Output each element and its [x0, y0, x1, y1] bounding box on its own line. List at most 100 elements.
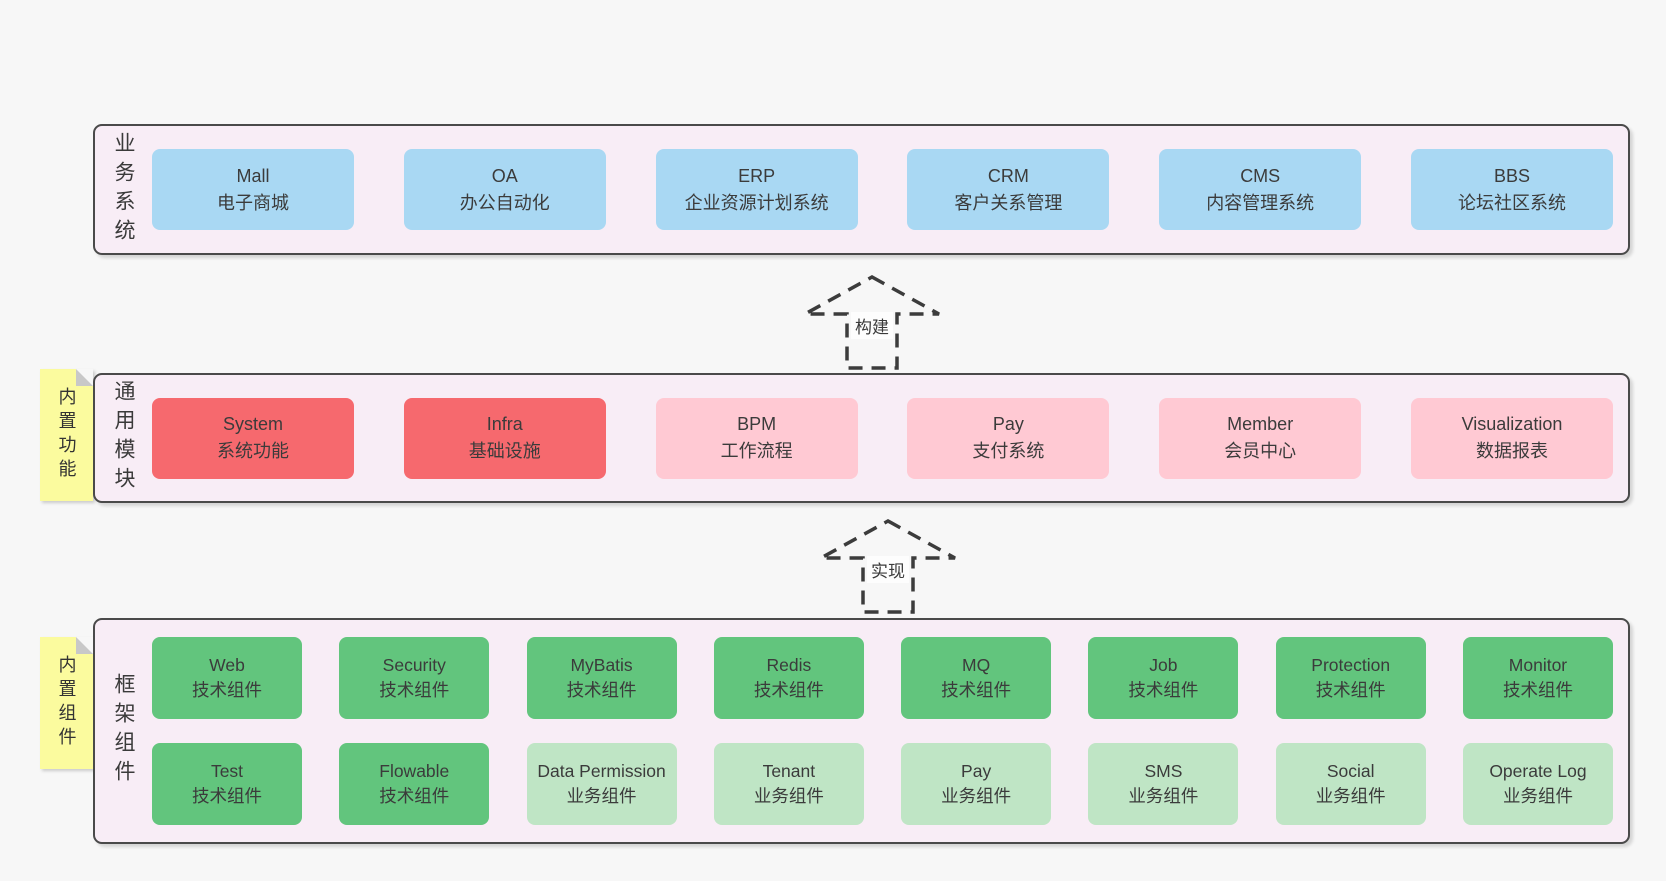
framework-components-rows: Web 技术组件 Security 技术组件 MyBatis 技术组件 Redi… — [152, 620, 1628, 842]
box-subtitle: 技术组件 — [1128, 680, 1199, 700]
box-subtitle: 企业资源计划系统 — [684, 192, 829, 213]
box-erp: ERP 企业资源计划系统 — [655, 149, 858, 230]
box-title: Social — [1326, 761, 1375, 782]
box-title: Mall — [236, 165, 270, 186]
box-subtitle: 技术组件 — [753, 680, 824, 700]
box-subtitle: 技术组件 — [379, 786, 450, 806]
box-title: Visualization — [1461, 414, 1563, 434]
implement-arrow: 实现 — [818, 518, 958, 615]
box-title: MQ — [962, 655, 991, 676]
box-subtitle: 业务组件 — [753, 786, 824, 806]
box-title: Redis — [766, 655, 812, 676]
box-bpm: BPM 工作流程 — [655, 397, 858, 479]
box-title: SMS — [1144, 761, 1183, 782]
box-title: Member — [1227, 414, 1294, 434]
box-monitor: Monitor 技术组件 — [1462, 637, 1613, 719]
box-security: Security 技术组件 — [339, 637, 490, 719]
box-subtitle: 基础设施 — [468, 441, 541, 461]
framework-components-layer-label-col: 框架组件 — [95, 620, 152, 842]
box-tenant: Tenant 业务组件 — [713, 743, 864, 825]
box-title: Web — [209, 655, 245, 676]
box-subtitle: 业务组件 — [1502, 786, 1573, 806]
business-systems-row: Mall 电子商城 OA 办公自动化 ERP 企业资源计划系统 CRM 客户关系… — [152, 126, 1628, 253]
box-title: Monitor — [1508, 655, 1568, 676]
box-title: Tenant — [762, 761, 816, 782]
box-infra: Infra 基础设施 — [403, 397, 606, 479]
box-title: MyBatis — [570, 655, 633, 676]
box-test: Test 技术组件 — [152, 743, 302, 825]
box-title: BPM — [737, 414, 777, 434]
box-subtitle: 工作流程 — [720, 441, 793, 461]
box-title: Pay — [992, 414, 1024, 434]
box-operate-log: Operate Log 业务组件 — [1462, 743, 1613, 825]
box-subtitle: 技术组件 — [379, 680, 450, 700]
framework-components-row-1: Web 技术组件 Security 技术组件 MyBatis 技术组件 Redi… — [152, 637, 1613, 719]
box-oa: OA 办公自动化 — [403, 149, 606, 230]
box-subtitle: 技术组件 — [941, 680, 1012, 700]
box-subtitle: 会员中心 — [1224, 441, 1297, 461]
box-subtitle: 技术组件 — [192, 786, 262, 806]
box-system: System 系统功能 — [152, 397, 354, 479]
up-arrow-icon — [804, 275, 940, 370]
box-title: Job — [1149, 655, 1178, 676]
up-arrow-icon — [820, 519, 956, 614]
box-flowable: Flowable 技术组件 — [339, 743, 490, 825]
box-mq: MQ 技术组件 — [901, 637, 1052, 719]
box-title: Protection — [1311, 655, 1391, 676]
box-job: Job 技术组件 — [1088, 637, 1239, 719]
box-mybatis: MyBatis 技术组件 — [526, 637, 677, 719]
box-title: Flowable — [379, 761, 450, 782]
note-built-in-components-label: 内置组件 — [56, 655, 77, 751]
box-subtitle: 电子商城 — [217, 192, 289, 213]
box-title: ERP — [738, 165, 776, 186]
box-title: Pay — [961, 761, 992, 782]
note-built-in-components: 内置组件 — [40, 637, 93, 769]
box-title: CMS — [1240, 165, 1281, 186]
box-subtitle: 业务组件 — [941, 786, 1012, 806]
box-bbs: BBS 论坛社区系统 — [1410, 149, 1613, 230]
business-systems-layer-label-col: 业务系统 — [95, 126, 152, 253]
box-data-permission: Data Permission 业务组件 — [526, 743, 677, 825]
box-subtitle: 业务组件 — [1315, 786, 1386, 806]
box-title: Data Permission — [537, 761, 666, 782]
box-subtitle: 技术组件 — [1315, 680, 1386, 700]
common-modules-row: System 系统功能 Infra 基础设施 BPM 工作流程 Pay 支付系统… — [152, 375, 1628, 501]
note-built-in-features: 内置功能 — [40, 369, 93, 501]
box-visualization: Visualization 数据报表 — [1410, 397, 1613, 479]
box-subtitle: 支付系统 — [972, 441, 1045, 461]
common-modules-layer: 通用模块 System 系统功能 Infra 基础设施 BPM 工作流程 Pay… — [93, 373, 1630, 503]
box-member: Member 会员中心 — [1159, 397, 1362, 479]
business-systems-layer: 业务系统 Mall 电子商城 OA 办公自动化 ERP 企业资源计划系统 CRM… — [93, 124, 1630, 255]
box-title: Infra — [486, 414, 523, 434]
implement-arrow-label: 实现 — [867, 556, 909, 583]
box-title: System — [222, 414, 283, 434]
business-systems-layer-label: 业务系统 — [112, 131, 135, 248]
box-web: Web 技术组件 — [152, 637, 302, 719]
framework-components-layer: 框架组件 Web 技术组件 Security 技术组件 MyBatis 技术组件… — [93, 618, 1630, 844]
box-protection: Protection 技术组件 — [1275, 637, 1426, 719]
box-mall: Mall 电子商城 — [152, 149, 354, 230]
framework-components-layer-label: 框架组件 — [112, 673, 135, 789]
box-subtitle: 办公自动化 — [459, 192, 550, 213]
box-subtitle: 客户关系管理 — [954, 192, 1063, 213]
box-redis: Redis 技术组件 — [713, 637, 864, 719]
framework-components-row-2: Test 技术组件 Flowable 技术组件 Data Permission … — [152, 743, 1613, 825]
box-subtitle: 业务组件 — [566, 786, 637, 806]
box-sms: SMS 业务组件 — [1088, 743, 1239, 825]
box-title: Operate Log — [1489, 761, 1587, 782]
box-subtitle: 数据报表 — [1475, 441, 1548, 461]
box-subtitle: 技术组件 — [192, 680, 262, 700]
build-arrow-label: 构建 — [851, 312, 893, 339]
box-pay-module: Pay 支付系统 — [907, 397, 1110, 479]
box-subtitle: 技术组件 — [566, 680, 637, 700]
box-subtitle: 系统功能 — [217, 441, 289, 461]
box-pay-component: Pay 业务组件 — [901, 743, 1052, 825]
box-title: Security — [382, 655, 446, 676]
box-title: BBS — [1493, 165, 1530, 186]
box-subtitle: 内容管理系统 — [1206, 192, 1315, 213]
build-arrow: 构建 — [802, 274, 942, 371]
box-social: Social 业务组件 — [1275, 743, 1426, 825]
box-title: CRM — [987, 165, 1029, 186]
note-built-in-features-label: 内置功能 — [56, 387, 77, 483]
